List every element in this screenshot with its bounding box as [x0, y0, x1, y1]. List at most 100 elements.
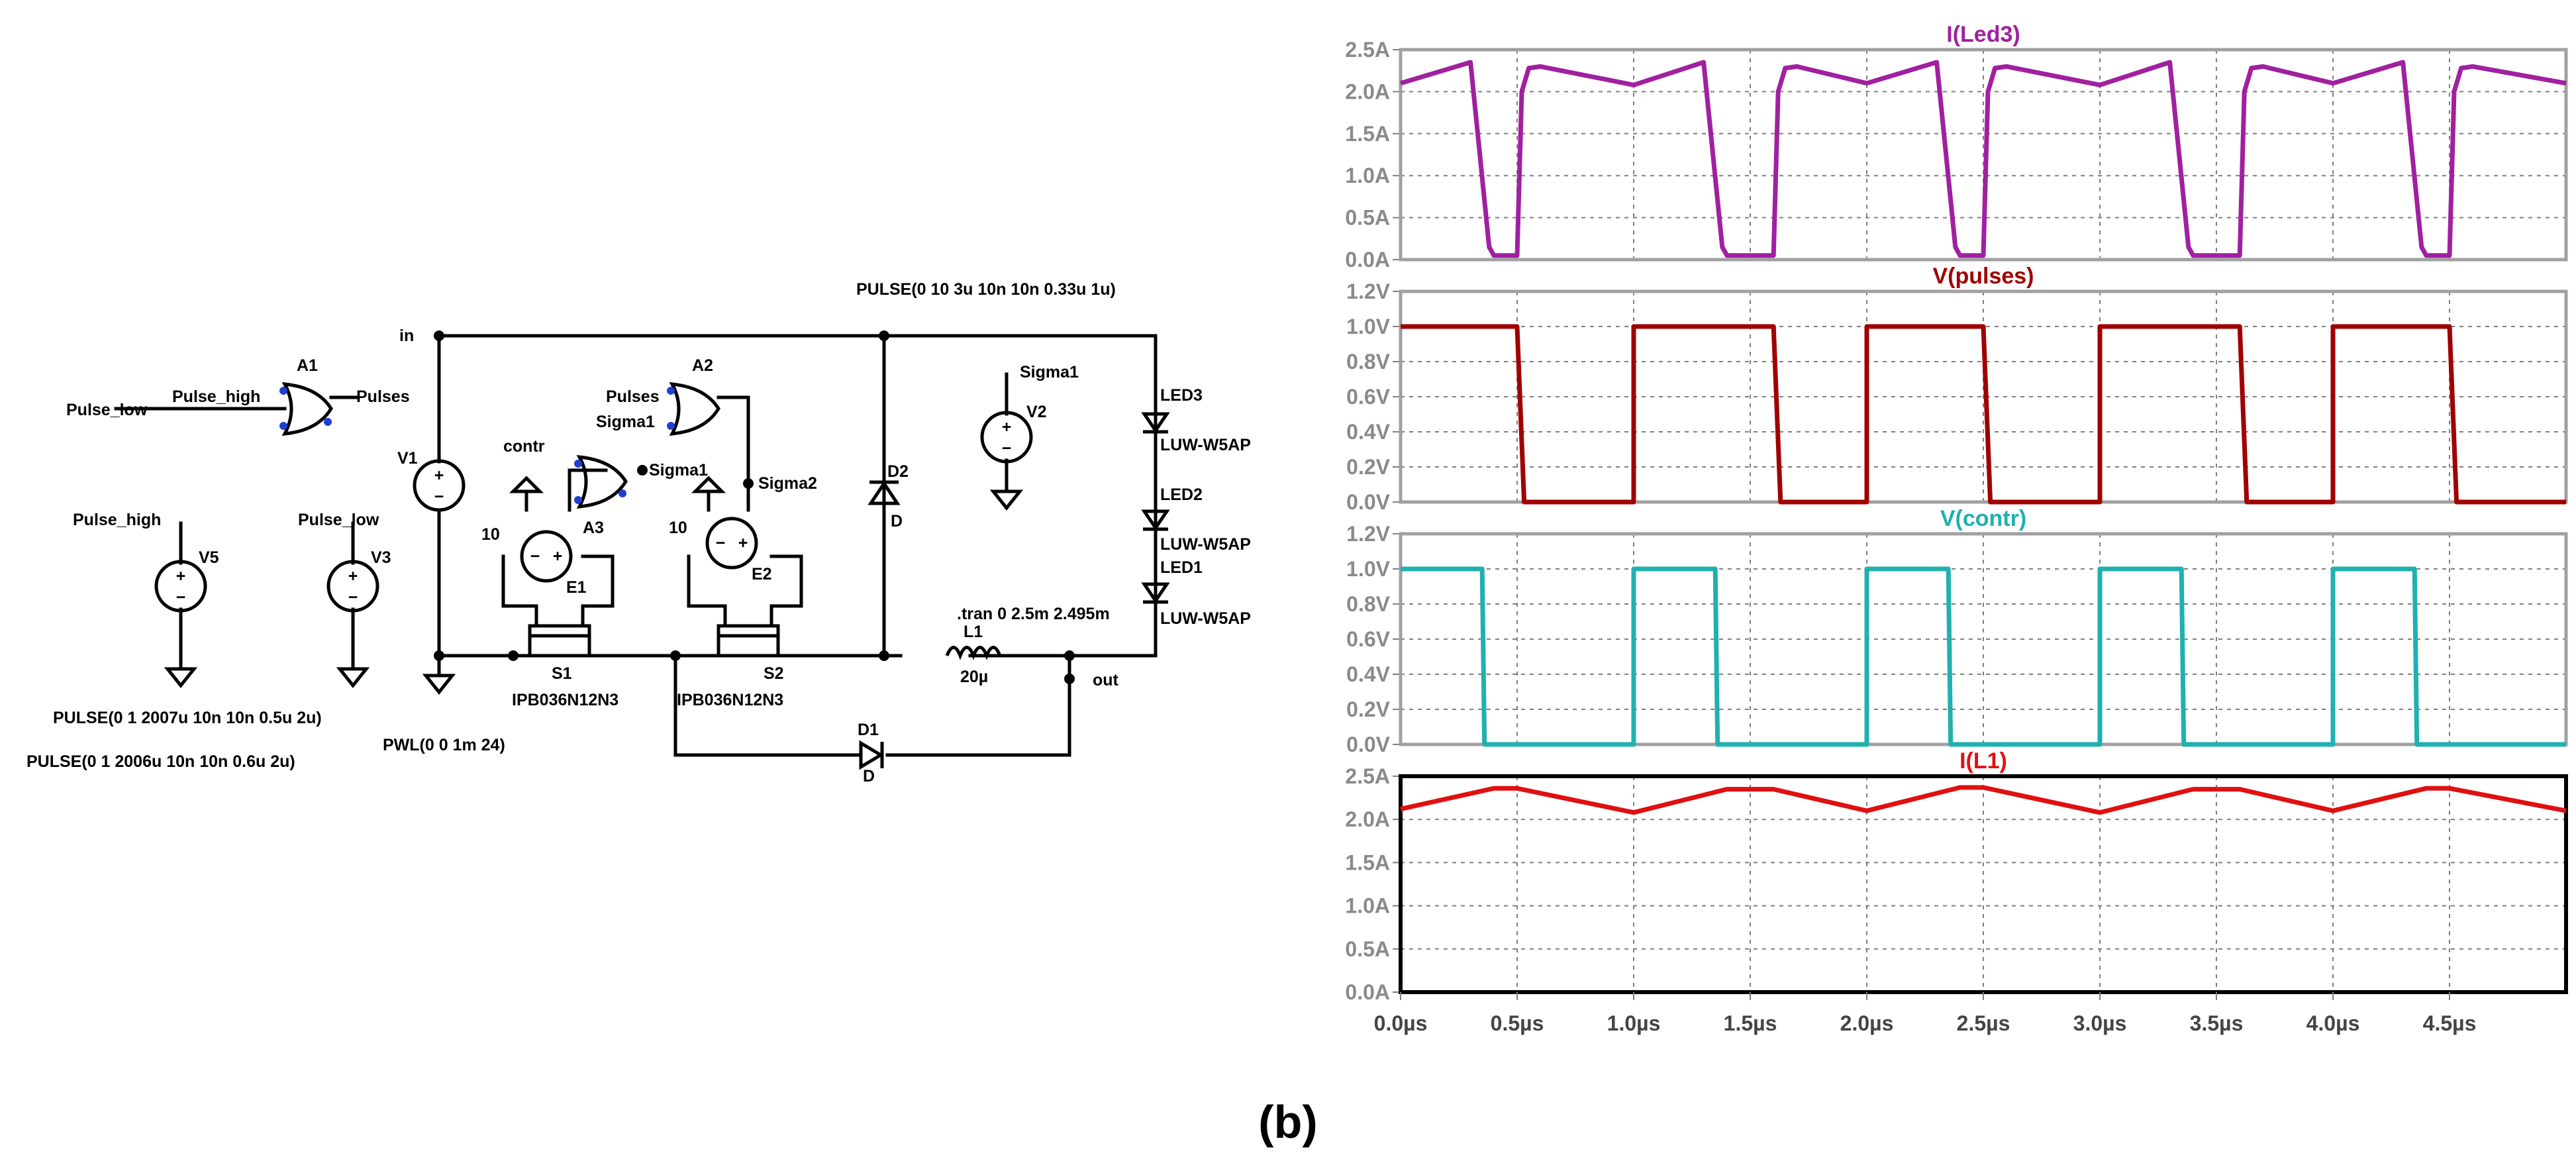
label-a1: A1 — [297, 356, 318, 375]
minus-sign: − — [434, 487, 444, 506]
gate-pin — [667, 422, 675, 430]
x-tick-label: 4.0µs — [2306, 1011, 2360, 1035]
minus-sign: − — [530, 547, 540, 566]
label-d1: D1 — [858, 721, 879, 739]
label-v5-spec: PULSE(0 1 2007u 10n 10n 0.5u 2u) — [53, 709, 322, 727]
inductor-l1-icon — [945, 646, 1002, 660]
arrow-up-icon — [691, 476, 726, 493]
label-d2: D2 — [887, 462, 909, 481]
voltage-source-icon — [154, 560, 207, 613]
ground-icon — [164, 667, 198, 689]
x-tick-label: 0.0µs — [1374, 1011, 1428, 1035]
y-tick-label: 0.2V — [1346, 697, 1390, 721]
label-pulses-a2: Pulses — [606, 387, 660, 406]
x-tick-label: 1.5µs — [1724, 1011, 1777, 1035]
plot-frame — [1399, 48, 2568, 262]
waveform-plots: 0.0A 0.5A 1.0A 1.5A 2.0A 2.5A I(Led3) 0.0V 0.2V 0… — [1345, 22, 2568, 1035]
plus-sign: + — [1002, 418, 1012, 436]
figure-caption: (b) — [1258, 1096, 1317, 1148]
junction-dot — [1064, 674, 1075, 684]
diodes — [859, 480, 901, 770]
label-sigma1-a2: Sigma1 — [596, 413, 655, 431]
y-tick-label: 2.0A — [1345, 79, 1390, 103]
supply-arrows — [509, 476, 726, 493]
y-tick-label: 0.8V — [1346, 592, 1390, 616]
y-tick-label: 0.2V — [1346, 455, 1390, 479]
y-tick-label: 1.5A — [1345, 850, 1390, 874]
gate-pin — [574, 460, 582, 468]
y-tick-label: 0.0A — [1345, 248, 1390, 272]
series-line — [1401, 324, 2566, 505]
plot-2: 0.0V0.2V0.4V0.6V0.8V1.0V1.2VV(pulses) — [1346, 264, 2568, 514]
y-tick-label: 0.0V — [1346, 733, 1390, 756]
y-tick-label: 0.0V — [1346, 490, 1390, 514]
led1-icon — [1141, 582, 1170, 604]
junction-dot — [508, 650, 519, 661]
label-in: in — [399, 327, 414, 345]
plot-title: V(contr) — [1940, 506, 2026, 531]
wire-a2-out — [717, 395, 750, 485]
y-tick-label: 1.0A — [1345, 164, 1390, 187]
label-d2-model: D — [891, 512, 903, 531]
minus-sign: − — [176, 588, 186, 607]
junction-dot — [670, 650, 681, 661]
y-tick-label: 0.8V — [1346, 350, 1390, 374]
label-led3-model: LUW-W5AP — [1160, 436, 1251, 454]
y-tick-label: 1.5A — [1345, 122, 1390, 146]
wire-e1-right — [581, 554, 615, 628]
y-tick-label: 1.0A — [1345, 894, 1390, 918]
plot-title: I(Led3) — [1946, 22, 2020, 47]
diode-d2-icon — [867, 480, 901, 505]
plot-frame — [1399, 289, 2568, 504]
label-e1: E1 — [566, 578, 587, 597]
junction-dot — [434, 330, 444, 341]
label-pulses-a1: Pulses — [356, 387, 410, 406]
y-tick-label: 0.5A — [1345, 937, 1390, 961]
x-tick-label: 1.0µs — [1607, 1011, 1661, 1035]
voltage-source-icon — [326, 560, 379, 613]
led3-icon — [1141, 412, 1170, 434]
or-gate-icon — [576, 455, 628, 509]
label-v1-spec: PWL(0 0 1m 24) — [383, 736, 505, 754]
x-tick-label: 4.5µs — [2423, 1011, 2477, 1035]
y-tick-label: 2.5A — [1345, 38, 1390, 62]
dependent-source-icon — [705, 517, 758, 570]
voltage-source-icon — [980, 411, 1033, 464]
wire-e1-a3 — [568, 468, 608, 512]
junction-dot — [637, 465, 648, 476]
x-tick-label: 2.5µs — [1957, 1011, 2010, 1035]
minus-sign: − — [348, 588, 358, 607]
label-d1-model: D — [863, 767, 875, 785]
label-sigma2: Sigma2 — [758, 474, 817, 493]
minus-sign: − — [716, 534, 726, 552]
ground-icon — [989, 489, 1024, 511]
junctions — [434, 330, 1075, 684]
or-gate-icon — [281, 382, 333, 436]
label-led3: LED3 — [1160, 386, 1203, 405]
label-pulse-high-v5: Pulse_high — [73, 511, 161, 529]
plot-3: 0.0V0.2V0.4V0.6V0.8V1.0V1.2VV(contr) — [1346, 506, 2568, 756]
label-tran: .tran 0 2.5m 2.495m — [957, 605, 1110, 623]
x-tick-label: 0.5µs — [1491, 1011, 1544, 1035]
voltage-source-icon — [413, 459, 466, 512]
label-pulse-low: Pulse_low — [66, 401, 148, 419]
plus-sign: + — [176, 567, 186, 585]
x-tick-label: 3.0µs — [2073, 1011, 2127, 1035]
label-led1-model: LUW-W5AP — [1160, 609, 1251, 628]
gate-pin — [667, 387, 675, 395]
gate-pin — [279, 422, 287, 430]
y-tick-label: 2.5A — [1345, 764, 1390, 788]
label-e1-gain: 10 — [481, 525, 500, 544]
label-sigma1-a3: Sigma1 — [649, 461, 708, 480]
gate-pin — [574, 496, 582, 504]
wire-e2-right — [769, 554, 803, 628]
plot-title: I(L1) — [1959, 748, 2007, 774]
y-tick-label: 0.6V — [1346, 627, 1390, 651]
plot-title: V(pulses) — [1932, 264, 2034, 289]
voltage-sources: + − + − + − + − — [154, 411, 1033, 613]
wires — [114, 334, 1158, 757]
controlled-sources: − + − + — [520, 517, 758, 583]
mosfet-icon — [717, 624, 780, 656]
gate-pin — [279, 387, 287, 395]
